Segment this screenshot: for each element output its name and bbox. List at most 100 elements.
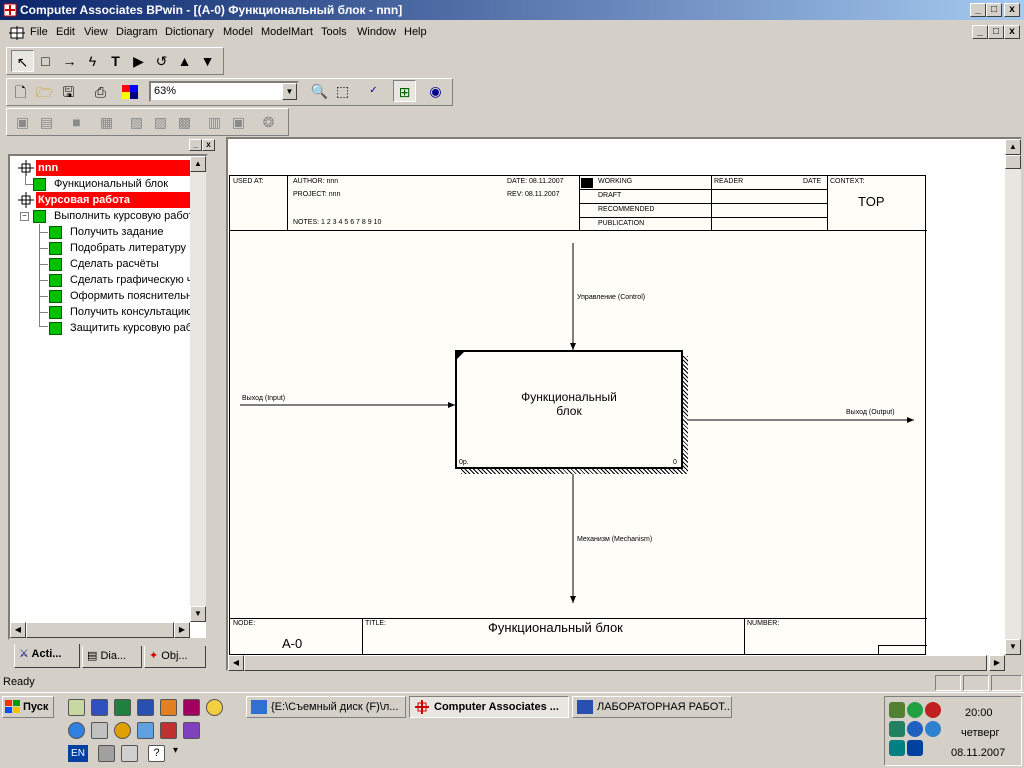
- menu-tools[interactable]: Tools: [321, 26, 347, 38]
- child-close-button[interactable]: x: [1004, 25, 1020, 39]
- save-icon[interactable]: 🖫: [62, 84, 75, 100]
- scroll-left-icon[interactable]: ◀: [10, 622, 26, 638]
- tree-leaf[interactable]: Оформить пояснительн: [70, 288, 192, 304]
- menu-dictionary[interactable]: Dictionary: [165, 26, 214, 38]
- scroll-up-icon[interactable]: ▲: [190, 156, 206, 172]
- quick-launch-app-icon[interactable]: [68, 699, 85, 716]
- panel-close-button[interactable]: x: [202, 139, 215, 151]
- output-arrow-label[interactable]: Выход (Output): [846, 409, 895, 416]
- idef0-diagram-page[interactable]: USED AT: AUTHOR: nnn PROJECT: nnn DATE: …: [229, 175, 927, 656]
- mm-merge-icon[interactable]: ▧: [129, 114, 144, 130]
- info-icon[interactable]: [907, 721, 923, 737]
- activity-box[interactable]: Функциональный блок 0р. 0: [455, 350, 683, 469]
- quick-launch-app-icon[interactable]: [160, 722, 177, 739]
- tree-model-nnn[interactable]: nnn: [36, 160, 190, 176]
- scroll-down-icon[interactable]: ▼: [190, 606, 206, 622]
- menu-window[interactable]: Window: [357, 26, 397, 38]
- control-arrow-label[interactable]: Управление (Control): [577, 294, 646, 301]
- tree-leaf[interactable]: Получить задание: [70, 224, 163, 240]
- tree-item-function-block[interactable]: Функциональный блок: [54, 176, 168, 192]
- menu-file[interactable]: File: [30, 26, 48, 38]
- print-icon[interactable]: ⎙: [94, 84, 107, 100]
- help-icon[interactable]: ?: [148, 745, 165, 762]
- clock-icon[interactable]: [206, 699, 223, 716]
- spell-check-icon[interactable]: ✓: [369, 85, 378, 96]
- mm-library-icon[interactable]: ▩: [177, 114, 192, 130]
- tray-app-icon[interactable]: [907, 740, 923, 756]
- scroll-thumb[interactable]: [26, 622, 174, 638]
- menu-model[interactable]: Model: [223, 26, 253, 38]
- lock-icon[interactable]: ■: [72, 114, 81, 130]
- down-triangle-icon[interactable]: ▼: [200, 53, 215, 69]
- new-file-icon[interactable]: 🗋: [14, 84, 27, 100]
- menu-view[interactable]: View: [84, 26, 108, 38]
- panel-restore-button[interactable]: _: [189, 139, 202, 151]
- quick-launch-app-icon[interactable]: [91, 722, 108, 739]
- text-tool-icon[interactable]: T: [111, 53, 120, 69]
- mm-manager-icon[interactable]: ▣: [231, 114, 246, 130]
- quick-launch-app-icon[interactable]: [183, 699, 200, 716]
- language-indicator[interactable]: EN: [68, 745, 88, 762]
- menu-edit[interactable]: Edit: [56, 26, 75, 38]
- quick-launch-app-icon[interactable]: [91, 699, 108, 716]
- mm-disconnect-icon[interactable]: ▤: [39, 114, 54, 130]
- pointer-tool-icon[interactable]: ↖: [11, 50, 34, 72]
- tray-app-icon[interactable]: [907, 702, 923, 718]
- mm-security-icon[interactable]: ▥: [207, 114, 222, 130]
- quick-launch-app-icon[interactable]: [121, 745, 138, 762]
- zoom-fit-icon[interactable]: ⬚: [335, 83, 350, 99]
- tree-leaf[interactable]: Подобрать литературу: [70, 240, 186, 256]
- word-icon[interactable]: [137, 699, 154, 716]
- scroll-thumb[interactable]: [1005, 155, 1021, 169]
- menu-help[interactable]: Help: [404, 26, 427, 38]
- excel-icon[interactable]: [114, 699, 131, 716]
- tool-icon[interactable]: [98, 745, 115, 762]
- open-folder-icon[interactable]: 🗁: [35, 84, 54, 100]
- task-button-explorer[interactable]: {E:\Съемный диск (F)\л...: [246, 696, 406, 718]
- up-triangle-icon[interactable]: ▲: [177, 53, 192, 69]
- box-tool-icon[interactable]: □: [41, 53, 50, 69]
- bpwin-app-icon[interactable]: [3, 3, 17, 17]
- quick-launch-app-icon[interactable]: [160, 699, 177, 716]
- collapse-icon[interactable]: −: [20, 212, 29, 221]
- tab-objects[interactable]: ✦ Obj...: [144, 646, 206, 668]
- close-button[interactable]: x: [1004, 3, 1020, 17]
- input-arrow-label[interactable]: Выход (Input): [242, 395, 286, 402]
- tray-app-icon[interactable]: [889, 702, 905, 718]
- squiggle-tool-icon[interactable]: ϟ: [88, 53, 97, 69]
- clock-time[interactable]: 20:00: [965, 707, 993, 719]
- quick-launch-app-icon[interactable]: [183, 722, 200, 739]
- child-maximize-button[interactable]: □: [988, 25, 1004, 39]
- diagram-horizontal-scrollbar[interactable]: ◀ ▶: [228, 655, 1005, 671]
- diagram-vertical-scrollbar[interactable]: ▲ ▼: [1005, 139, 1021, 655]
- tray-app-icon[interactable]: [925, 702, 941, 718]
- mechanism-arrow-label[interactable]: Механизм (Mechanism): [577, 536, 653, 543]
- scroll-right-icon[interactable]: ▶: [174, 622, 190, 638]
- mm-compare-icon[interactable]: ▨: [153, 114, 168, 130]
- scroll-down-icon[interactable]: ▼: [1005, 639, 1021, 655]
- quick-launch-app-icon[interactable]: [114, 722, 131, 739]
- tray-app-icon[interactable]: [925, 721, 941, 737]
- document-icon[interactable]: [8, 25, 26, 41]
- tree-model-coursework[interactable]: Курсовая работа: [36, 192, 190, 208]
- mm-users-icon[interactable]: ❂: [262, 114, 275, 130]
- tree-horizontal-scrollbar[interactable]: ◀ ▶: [10, 622, 190, 638]
- arrow-tool-icon[interactable]: →: [62, 53, 77, 69]
- task-button-word[interactable]: ЛАБОРАТОРНАЯ РАБОТ...: [572, 696, 732, 718]
- zoom-in-icon[interactable]: 🔍: [310, 83, 329, 99]
- tray-app-icon[interactable]: [889, 740, 905, 756]
- child-minimize-button[interactable]: _: [972, 25, 988, 39]
- mm-group-icon[interactable]: ▦: [99, 114, 114, 130]
- scroll-thumb[interactable]: [244, 655, 987, 671]
- model-explorer-icon[interactable]: ⊞: [393, 80, 416, 102]
- tree-item-do-coursework[interactable]: Выполнить курсовую работ: [54, 208, 194, 224]
- tree-leaf[interactable]: Защитить курсовую раб: [70, 320, 192, 336]
- color-palette-icon[interactable]: [121, 84, 139, 100]
- tree-leaf[interactable]: Сделать расчёты: [70, 256, 159, 272]
- chevron-down-icon[interactable]: ▼: [282, 83, 297, 100]
- scroll-left-icon[interactable]: ◀: [228, 655, 244, 671]
- minimize-button[interactable]: _: [970, 3, 986, 17]
- zoom-select[interactable]: 63% ▼: [149, 81, 299, 102]
- globe-icon[interactable]: ◉: [429, 83, 442, 99]
- tray-app-icon[interactable]: [889, 721, 905, 737]
